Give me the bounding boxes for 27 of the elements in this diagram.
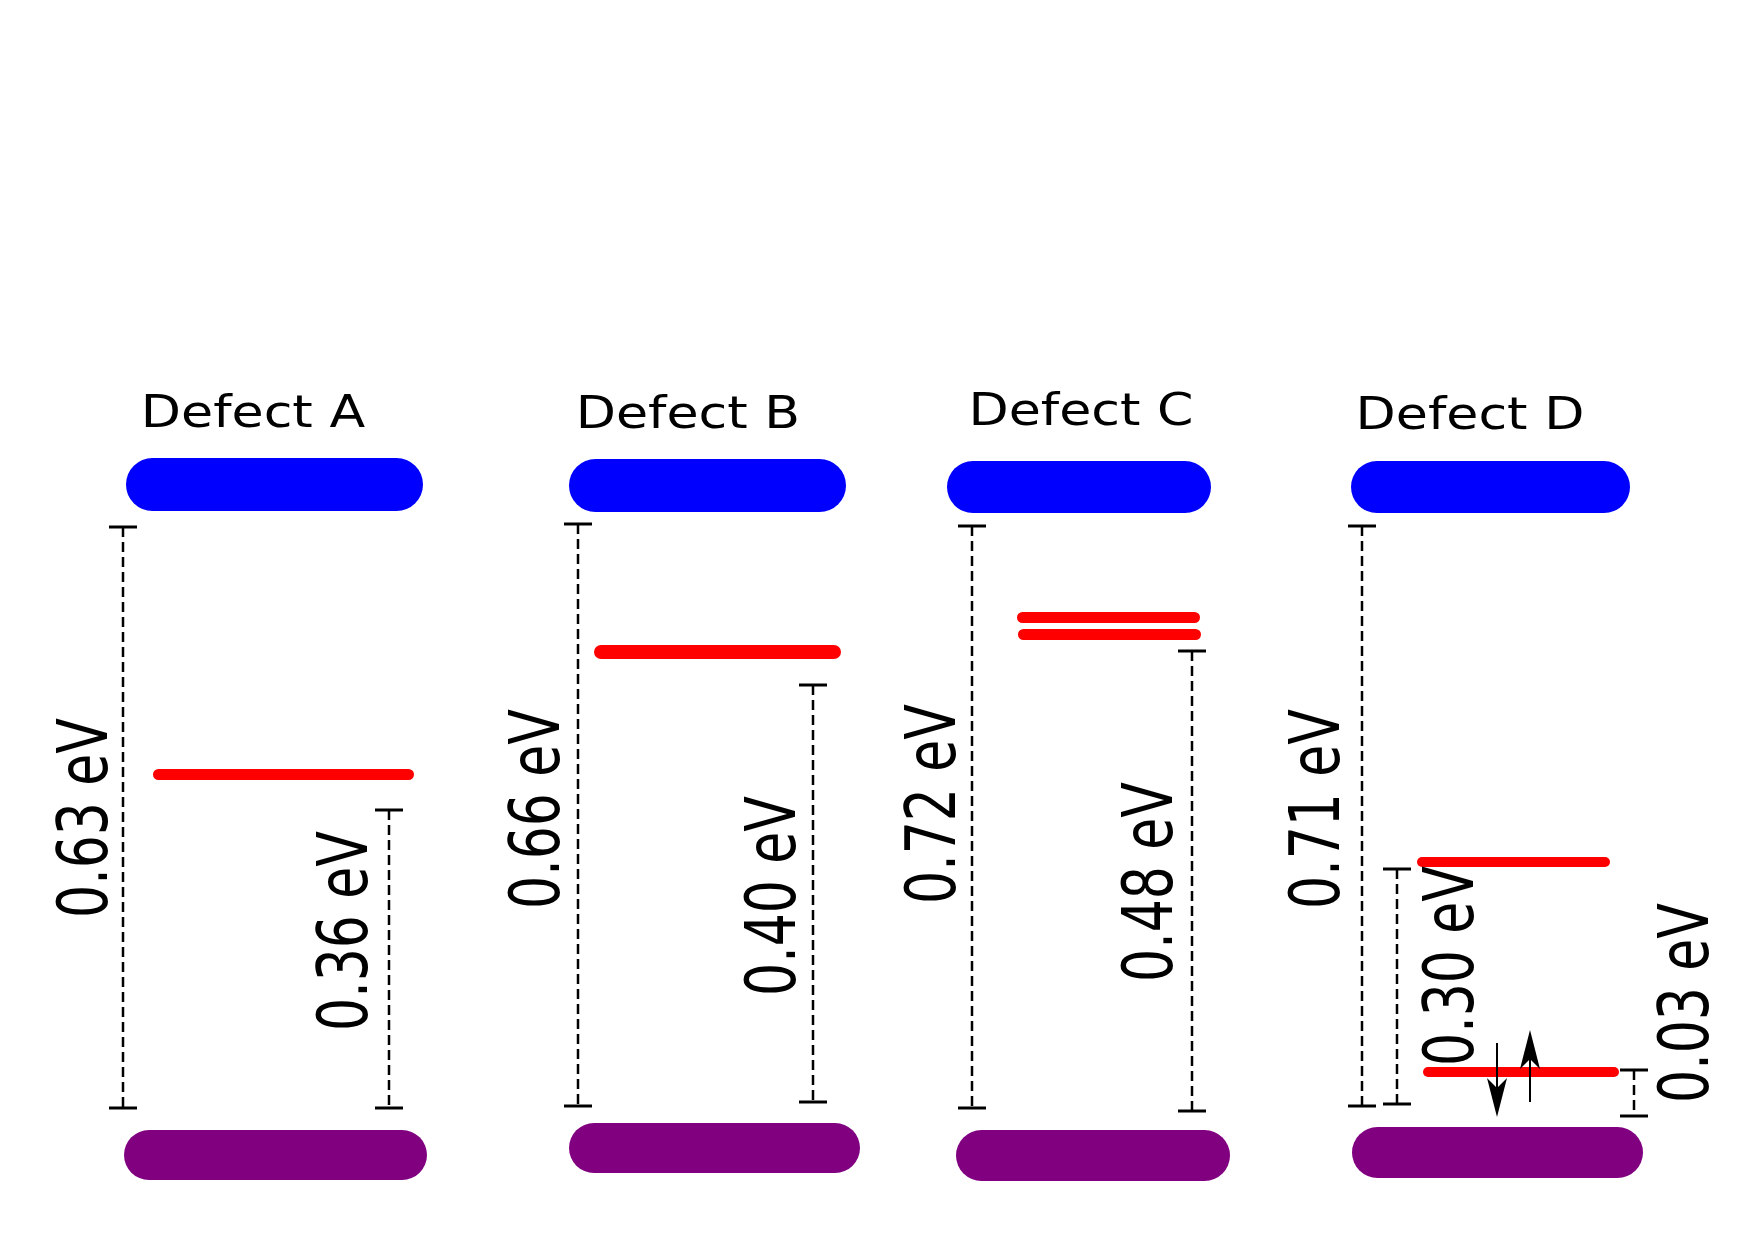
conduction-band-bar (126, 458, 423, 511)
defect-level-bar (1423, 1067, 1619, 1077)
energy-gap-label: 0.40 eV (735, 796, 807, 996)
valence-band-bar (1352, 1127, 1643, 1178)
energy-gap-label: 0.36 eV (307, 831, 379, 1031)
conduction-band-bar (569, 459, 846, 512)
valence-band-bar (569, 1123, 860, 1173)
energy-gap-label: 0.48 eV (1112, 782, 1184, 982)
energy-gap-label: 0.30 eV (1413, 866, 1485, 1066)
panel-title: Defect A (140, 387, 366, 437)
panel-title: Defect C (968, 385, 1194, 435)
defect-level-bar (594, 645, 841, 659)
defect-level-bar (1417, 857, 1610, 867)
valence-band-bar (124, 1130, 427, 1180)
panel-title: Defect D (1355, 389, 1585, 439)
conduction-band-bar (947, 461, 1211, 513)
defect-level-bar (153, 769, 414, 780)
valence-band-bar (956, 1130, 1230, 1181)
defect-level-bar (1018, 629, 1201, 640)
energy-gap-label: 0.66 eV (499, 709, 571, 909)
panel-title: Defect B (575, 388, 801, 438)
energy-gap-label: 0.63 eV (47, 718, 119, 918)
energy-gap-label: 0.03 eV (1648, 903, 1720, 1103)
conduction-band-bar (1351, 461, 1630, 513)
defect-level-bar (1017, 612, 1200, 623)
energy-gap-label: 0.71 eV (1279, 709, 1351, 909)
energy-gap-label: 0.72 eV (895, 704, 967, 904)
